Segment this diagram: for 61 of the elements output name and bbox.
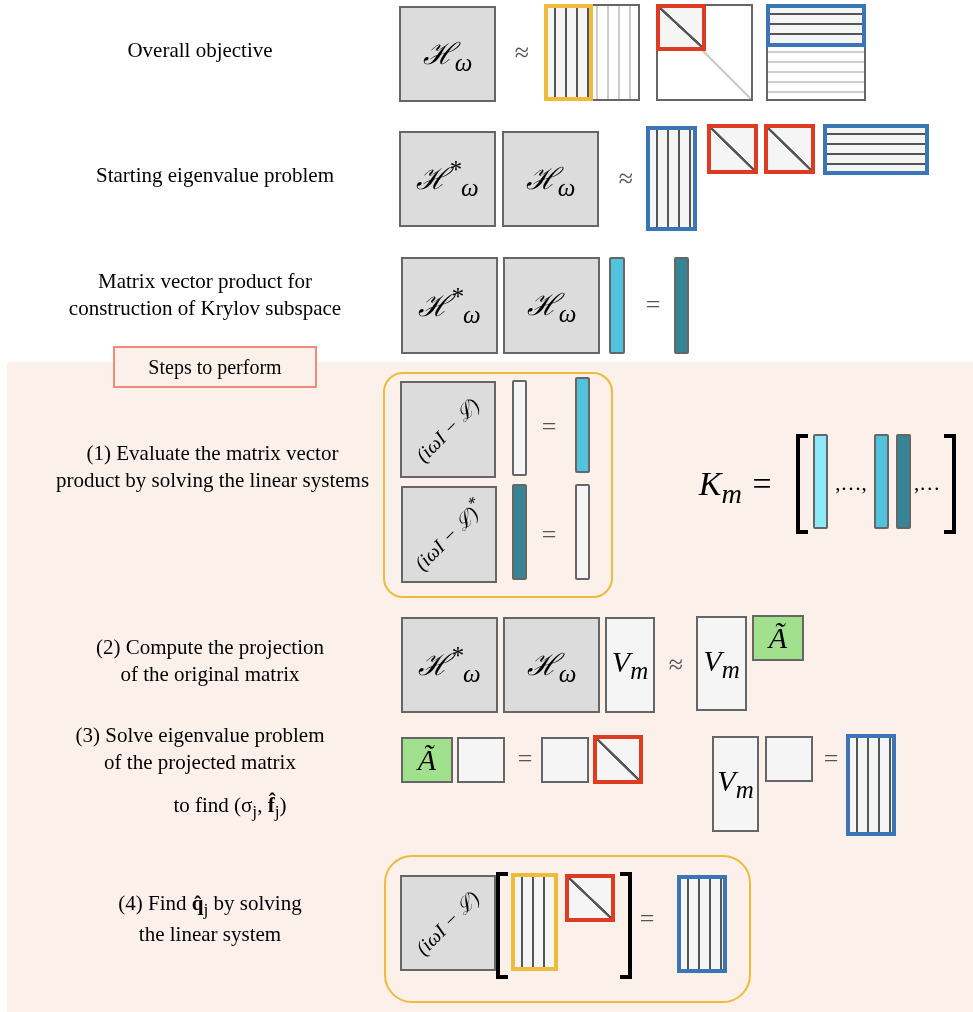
step-description: (1) Evaluate the matrix vector product by solving the linear systems — [54, 440, 371, 495]
step-group — [384, 855, 751, 1003]
equation-label: K$_{m}$ = — [697, 464, 775, 511]
matrix-block — [676, 874, 727, 973]
row-label: Matrix vector product for construction of Krylov subspace — [67, 268, 343, 323]
step-description: (3) Solve eigenvalue problem of the projected matrix — [74, 722, 326, 777]
matrix-block — [765, 736, 813, 782]
matrix-block: V$_{m}$ — [696, 616, 747, 711]
equals-sign: = — [644, 289, 662, 321]
matrix-block — [564, 873, 615, 922]
equals-sign: = — [540, 519, 558, 551]
matrix-block — [510, 872, 558, 971]
vector-bar — [874, 434, 889, 529]
matrix-block: V$_{m}$ — [712, 736, 759, 832]
highlight-block — [656, 4, 706, 51]
row-label: Overall objective — [126, 37, 274, 64]
approx-sign: ≈ — [667, 649, 685, 681]
step-description: (4) Find q̂$_{j}$ by solving the linear system — [117, 890, 303, 948]
vector-bar — [511, 379, 527, 476]
matrix-block — [764, 124, 815, 174]
approx-sign: ≈ — [617, 163, 635, 195]
matrix-block: ℋ$_{ω}$ — [503, 257, 600, 354]
matrix-block — [823, 124, 929, 175]
vector-bar — [574, 376, 590, 473]
highlight-block — [544, 4, 593, 101]
matrix-block: (iωI − ℒ) — [399, 874, 496, 971]
matrix-block: Ã — [752, 615, 804, 661]
matrix-block — [707, 124, 758, 174]
equation-label: to find (σ$_{j}$, f̂$_{j}$) — [172, 792, 288, 823]
matrix-block — [766, 4, 866, 101]
matrix-block — [541, 737, 589, 783]
matrix-block — [846, 734, 896, 836]
matrix-block — [646, 126, 697, 231]
vector-bar — [896, 434, 911, 529]
equals-sign: = — [638, 903, 656, 935]
matrix-block: ℋ$_{ω}$ — [503, 617, 600, 713]
equals-sign: = — [540, 411, 558, 443]
row-label: Starting eigenvalue problem — [95, 162, 335, 189]
approx-sign: ≈ — [513, 37, 531, 69]
matrix-block: V$_{m}$ — [605, 617, 655, 713]
vector-bar — [511, 483, 527, 580]
matrix-block — [544, 4, 640, 101]
vector-bar — [674, 257, 689, 354]
matrix-block — [593, 735, 643, 784]
matrix-block — [656, 4, 753, 101]
vector-bar — [813, 434, 828, 529]
matrix-block — [457, 737, 505, 783]
matrix-block: ℋ$_{ω}$ — [502, 131, 599, 227]
ellipsis-label: ,… — [912, 470, 942, 497]
matrix-block: (iωI − ℒ) — [399, 380, 496, 478]
step-group — [383, 372, 613, 598]
step-description: (2) Compute the projection of the original matrix — [95, 634, 325, 689]
equals-sign: = — [822, 743, 840, 775]
highlight-block — [766, 4, 866, 47]
matrix-block: ℋ$_{ω}$ — [399, 6, 496, 102]
section-heading-box: Steps to perform — [113, 346, 317, 388]
matrix-block: Ã — [401, 737, 453, 783]
ellipsis-label: ,…, — [834, 470, 868, 497]
equals-sign: = — [516, 743, 534, 775]
vector-bar — [574, 483, 590, 580]
vector-bar — [609, 257, 625, 354]
